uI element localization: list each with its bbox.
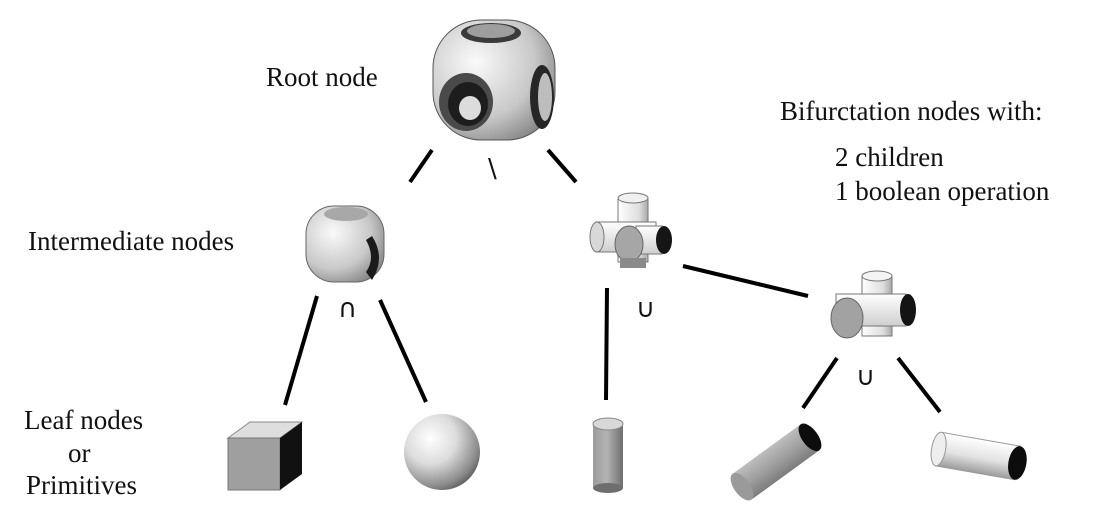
intermediate-subtree-shape (830, 270, 916, 339)
label-bifurcation-title: Bifurctation nodes with: (780, 96, 1043, 126)
edge-root-to-right (546, 148, 578, 184)
intermediate-left-shape (305, 205, 385, 283)
edge-subtree-to-horizontal (896, 356, 942, 414)
label-bifurcation-operation: 1 boolean operation (835, 176, 1050, 206)
label-root-node: Root node (266, 62, 378, 92)
operator-union-right: ∪ (636, 294, 656, 324)
label-leaf-or: or (68, 438, 91, 468)
operator-difference: \ (488, 154, 497, 184)
operator-intersection: ∩ (338, 294, 358, 324)
label-bifurcation-children: 2 children (835, 142, 944, 172)
intermediate-right-shape (589, 192, 672, 268)
edge-left-to-sphere (378, 299, 428, 403)
edge-subtree-to-tilted (801, 356, 839, 410)
leaf-cube-shape (226, 421, 304, 491)
leaf-cylinder-horizontal-shape (930, 431, 1027, 481)
leaf-cylinder-tilted-shape (730, 423, 822, 501)
operator-union-subtree: ∪ (856, 362, 876, 392)
edge-right-to-subtree (682, 264, 809, 298)
label-intermediate-nodes: Intermediate nodes (28, 226, 235, 256)
edge-right-to-cylinder (604, 287, 609, 401)
label-primitives: Primitives (26, 470, 138, 500)
root-node-shape (432, 19, 556, 141)
edge-root-to-left (408, 148, 434, 184)
tree-edges (283, 148, 942, 414)
edge-left-to-cube (283, 295, 319, 406)
leaf-cylinder-vertical-shape (592, 417, 624, 493)
leaf-sphere-shape (404, 414, 480, 490)
label-leaf-nodes: Leaf nodes (24, 405, 144, 435)
